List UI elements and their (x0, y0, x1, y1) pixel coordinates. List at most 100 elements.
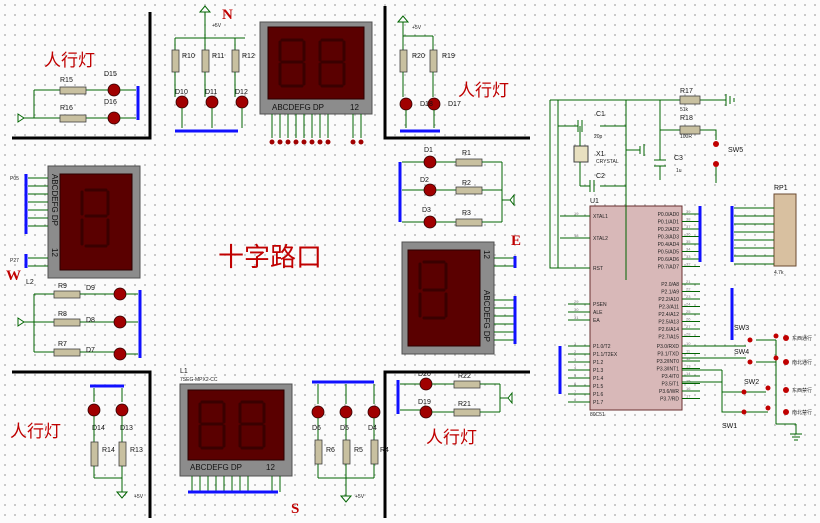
mcu-pin-label: P1.5 (593, 384, 604, 390)
mcu-pin-number: 11 (686, 349, 691, 354)
mcu-pin-label: P3.0/RXD (657, 344, 680, 350)
seven-seg-north: ABCDEFG DP 12 (259, 21, 373, 138)
mcu-pin-number: 37 (686, 224, 691, 229)
north-label: N (222, 7, 233, 23)
svg-text:P05: P05 (10, 176, 19, 182)
mcu-pin-number: 38 (686, 217, 691, 222)
pedestrian-label-nw: 人行灯 (44, 51, 95, 70)
mcu-pin-label: P2.1/A9 (661, 290, 679, 296)
mcu-pin-label: P0.2/AD2 (658, 227, 680, 233)
mcu-pin-number: 5 (574, 373, 577, 378)
res-r4: R4 (380, 447, 389, 454)
res-r21: R21 (458, 401, 471, 408)
res-r13: R13 (130, 447, 143, 454)
mcu-80c51: U1 80C51 XTAL119XTAL218RST9PSEN29ALE30EA… (558, 198, 734, 418)
mcu-pin-label: P1.3 (593, 368, 604, 374)
switch-label-sw3: 东西通行 (792, 335, 812, 342)
crystal-x1: X1 (596, 151, 605, 158)
res-r3: R3 (462, 210, 471, 217)
led-d16: D16 (104, 99, 117, 106)
south-seg-label: ABCDEFG DP (190, 463, 242, 472)
mcu-pin-label: P0.5/AD5 (658, 250, 680, 256)
mcu-pin-number: 27 (686, 324, 691, 329)
switch-sw5: SW5 (728, 147, 743, 154)
mcu-pin-label: P2.6/A14 (658, 327, 679, 333)
led-d5: D5 (340, 425, 349, 432)
mcu-pin-label: P3.5/T1 (661, 382, 679, 388)
mcu-pin-number: 39 (686, 209, 691, 214)
mcu-pin-label: XTAL1 (593, 214, 608, 220)
mcu-pin-number: 24 (686, 302, 691, 307)
mcu-pin-label: P1.4 (593, 376, 604, 382)
east-digits: 12 (482, 250, 491, 259)
north-signal-group: R10 R11 R12 D10 D11 D12 (171, 5, 255, 133)
res-r7: R7 (58, 341, 67, 348)
res-r14: R14 (102, 447, 115, 454)
mcu-pin-number: 3 (574, 357, 577, 362)
led-d14: D14 (92, 425, 105, 432)
supply-ne: +5V (412, 25, 422, 31)
res-r19: R19 (442, 53, 455, 60)
mcu-pin-label: PSEN (593, 302, 607, 308)
res-r18-val: 100R (680, 134, 692, 140)
resistor-pack-rp1: RP1 4.7k (734, 185, 797, 276)
mcu-pin-label: P0.7/AD7 (658, 265, 680, 271)
supply-sw: +5V (134, 494, 144, 500)
res-r6: R6 (326, 447, 335, 454)
res-r2: R2 (462, 180, 471, 187)
mcu-pin-number: 33 (686, 254, 691, 259)
mcu-pin-number: 10 (686, 341, 691, 346)
cap-c3-val: 1u (676, 168, 682, 174)
rp1-value: 4.7k (774, 270, 784, 276)
crystal-value: CRYSTAL (596, 159, 619, 165)
road-corners (12, 6, 530, 518)
led-d9: D9 (86, 285, 95, 292)
mcu-pin-number: 32 (686, 262, 691, 267)
mcu-pin-label: XTAL2 (593, 236, 608, 242)
south-digits: 12 (266, 463, 275, 472)
res-r5: R5 (354, 447, 363, 454)
mcu-pin-number: 34 (686, 247, 691, 252)
res-r11: R11 (212, 53, 224, 60)
mcu-pin-label: P0.1/AD1 (658, 220, 680, 226)
switch-bank: SW3 SW4 SW2 SW1 东西通行 南北通行 东西禁行 南北禁行 (682, 325, 812, 441)
mcu-pin-number: 7 (574, 389, 577, 394)
res-r15: R15 (60, 77, 73, 84)
mcu-pin-number: 36 (686, 232, 691, 237)
label-l1: L1 (180, 368, 188, 375)
west-label: W (6, 268, 21, 284)
mcu-pin-label: P0.4/AD4 (658, 242, 680, 248)
led-d7: D7 (86, 347, 95, 354)
mcu-pin-number: 26 (686, 317, 691, 322)
led-d10: D10 (175, 89, 188, 96)
switch-label-sw2: 东西禁行 (792, 387, 812, 394)
led-d15: D15 (104, 71, 117, 78)
led-d11: D11 (205, 89, 217, 96)
led-d19: D19 (418, 399, 431, 406)
led-d12: D12 (235, 89, 248, 96)
mcu-pin-number: 29 (574, 299, 579, 304)
led-d8: D8 (86, 317, 95, 324)
mcu-pin-number: 18 (574, 233, 579, 238)
mcu-pin-label: P3.7/RD (660, 397, 679, 403)
mcu-pin-number: 13 (686, 364, 691, 369)
cap-c1-val: 20p (594, 134, 603, 140)
res-r8: R8 (58, 311, 67, 318)
seven-seg-west: ABCDEFG DP 12 P05 P27 (10, 165, 141, 279)
west-signal-group: R9 R8 R7 D9 D8 D7 (17, 283, 142, 361)
mcu-pin-number: 15 (686, 379, 691, 384)
supply-north: +5V (212, 23, 222, 29)
mcu-pin-label: P2.3/A11 (659, 305, 679, 311)
mcu-pin-number: 4 (574, 365, 577, 370)
res-r10: R10 (182, 53, 195, 60)
switch-sw1: SW1 (722, 423, 737, 430)
res-r12: R12 (242, 53, 255, 60)
mcu-pin-label: P0.0/AD0 (658, 212, 680, 218)
mcu-pin-number: 14 (686, 371, 691, 376)
res-r17-val: 51k (680, 107, 689, 113)
mcu-pin-label: P3.4/T0 (661, 374, 679, 380)
sw-pedestrian-group: D14 D13 R14 R13 (87, 384, 143, 499)
mcu-pin-label: P1.6 (593, 392, 604, 398)
pedestrian-label-sw: 人行灯 (10, 422, 61, 441)
